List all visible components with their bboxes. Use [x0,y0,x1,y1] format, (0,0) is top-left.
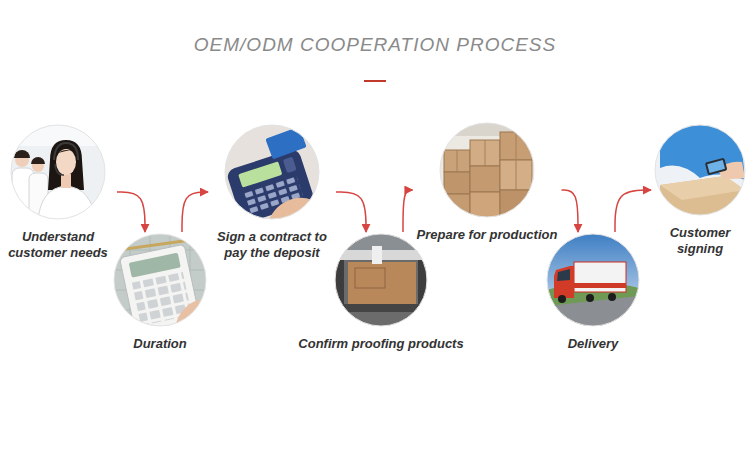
truck-windshield [557,269,570,281]
trailer-stripe [574,283,626,288]
photo-spot [225,125,319,219]
terminal-slot [283,157,297,173]
flow-arrow [562,190,579,232]
plotter-head [372,246,382,264]
carton [444,172,470,194]
flow-arrow [615,190,651,232]
flow-arrow [182,192,208,232]
plotter-side [418,250,426,320]
photo-spot [11,125,105,219]
flow-arrow [403,190,413,232]
headset [54,143,78,160]
photo-spot [655,125,745,215]
woman-shirt [38,186,96,222]
hand [175,300,212,330]
cut-line [355,268,385,288]
truck-cab [554,266,574,298]
step-label: Sign a contract to pay the deposit [212,229,332,262]
bank-card [265,127,306,160]
signing-photo [655,125,745,215]
truck-wheel [558,295,566,303]
photo-rim [335,234,427,326]
headset-mic [55,164,64,175]
calculator-body [119,244,200,334]
parcel [660,176,745,215]
call-center-photo [10,124,106,222]
flow-arrow [336,192,366,232]
step-label: Delivery [568,336,619,352]
courier-shirt [660,125,745,180]
plotter-base [340,304,424,312]
woman-face [56,149,76,175]
carton [470,192,500,218]
step-label: Customer signing [660,225,740,258]
phone-screen [707,160,725,173]
truck-photo [547,234,639,326]
card-terminal-photo [224,124,322,224]
carton-tape [457,132,516,190]
phone [705,158,728,176]
step-node: Duration [112,234,208,352]
calculator-display [129,253,181,278]
ceiling [439,122,535,136]
truck-trailer [574,262,626,292]
photo-rim [225,125,319,219]
truck-wheel [586,294,594,302]
diagram-title: OEM/ODM COOPERATION PROCESS [0,34,750,56]
cardboard-sheet [348,262,416,304]
cutting-plotter-photo [334,233,428,327]
photo-ground [655,125,745,215]
boxes-photo [439,122,535,218]
terminal-body [226,148,316,225]
photo-spot [440,123,534,217]
step-label: Understand customer needs [3,229,113,262]
photo-rim [547,234,639,326]
photo-rim [11,125,105,219]
step-node: Prepare for production [415,123,560,243]
title-rule [364,80,386,82]
step-label: Confirm proofing products [298,336,463,352]
person-hair [31,157,45,164]
photo-spot [114,234,206,326]
parcel-top [660,176,745,200]
calculator-photo [113,233,212,334]
photo-spot [547,234,639,326]
step-node: Understand customer needs [1,125,115,262]
photo-rim [655,125,745,215]
sky [547,234,639,326]
hand [290,124,322,136]
woman-fringe [55,150,77,158]
step-label: Prepare for production [417,227,558,243]
truck-wheel [608,293,616,301]
photo-rim [440,123,534,217]
step-node: Confirm proofing products [296,234,466,352]
plotter-side [336,250,344,320]
step-label: Duration [133,336,186,352]
card-terminal [226,148,316,225]
photo-spot [335,234,427,326]
connector-group [117,190,651,232]
step-node: Customer signing [653,125,747,258]
flow-arrow [117,192,145,232]
step-node: Sign a contract to pay the deposit [210,125,334,262]
photo-rim [114,234,206,326]
woman-hair [48,140,84,190]
woman-neck [61,174,71,188]
hand [268,198,320,224]
carton [470,166,500,192]
photo-ground [334,233,428,327]
calculator [119,244,200,334]
photo-ground [439,122,535,218]
step-node: Delivery [545,234,641,352]
